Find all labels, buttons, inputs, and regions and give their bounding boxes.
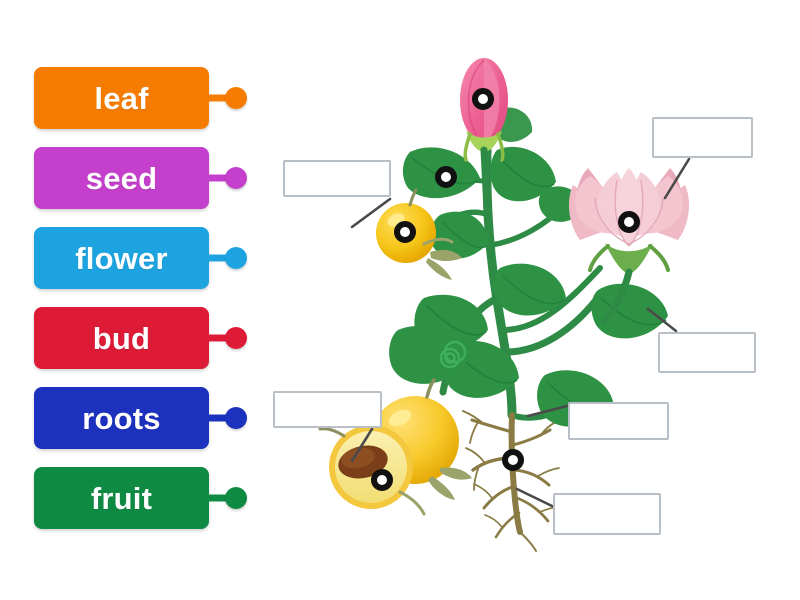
marker-roots[interactable] (502, 449, 524, 471)
label-chip-text: bud (92, 320, 151, 356)
chip-connector-knob[interactable] (225, 487, 247, 509)
chip-connector-knob[interactable] (225, 87, 247, 109)
label-chip-flower[interactable]: flower (34, 227, 247, 289)
chip-connector-knob[interactable] (225, 327, 247, 349)
roots-group (462, 410, 561, 552)
chip-connector-stem (209, 94, 231, 102)
drop-box-box-fruit[interactable] (283, 160, 391, 197)
label-chip-text: flower (75, 240, 168, 276)
label-chip-text: seed (85, 160, 158, 196)
label-chip-roots[interactable]: roots (34, 387, 247, 449)
drop-box-box-bud[interactable] (652, 117, 753, 158)
chip-connector-stem (209, 254, 231, 262)
label-chip-text: leaf (94, 80, 149, 116)
marker-seed[interactable] (371, 469, 393, 491)
marker-flower[interactable] (618, 211, 640, 233)
chip-connector-stem (209, 334, 231, 342)
marker-bud[interactable] (472, 88, 494, 110)
chip-connector-knob[interactable] (225, 407, 247, 429)
chip-connector-knob[interactable] (225, 247, 247, 269)
drop-box-box-stem[interactable] (568, 402, 669, 440)
label-chip-seed[interactable]: seed (34, 147, 247, 209)
drop-box-box-roots[interactable] (553, 493, 661, 535)
chip-connector-knob[interactable] (225, 167, 247, 189)
chip-connector-stem (209, 174, 231, 182)
label-chip-text: fruit (90, 480, 153, 516)
label-chip-bud[interactable]: bud (34, 307, 247, 369)
label-chip-leaf[interactable]: leaf (34, 67, 247, 129)
drop-box-box-leaf-right[interactable] (658, 332, 756, 373)
marker-fruit[interactable] (394, 221, 416, 243)
chip-connector-stem (209, 414, 231, 422)
label-chip-fruit[interactable]: fruit (34, 467, 247, 529)
drop-box-box-seed[interactable] (273, 391, 382, 428)
marker-leaf[interactable] (435, 166, 457, 188)
chip-connector-stem (209, 494, 231, 502)
label-chip-text: roots (82, 400, 161, 436)
